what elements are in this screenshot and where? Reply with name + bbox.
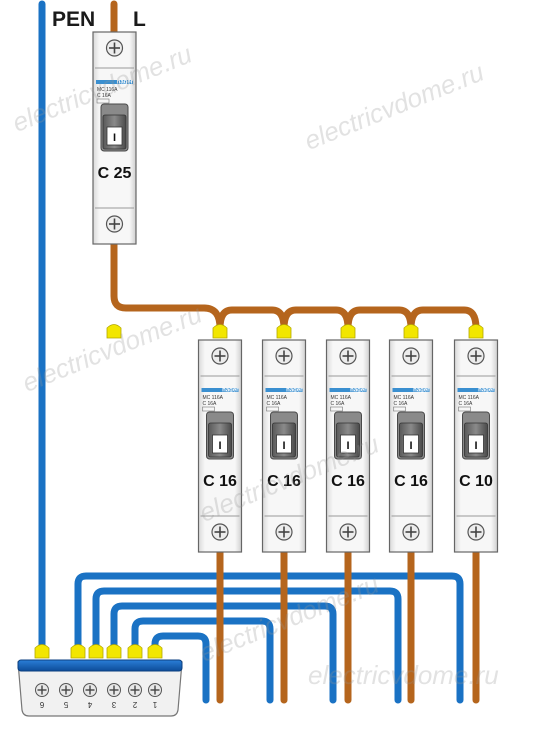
line-label: L <box>133 8 146 31</box>
bus-terminal-number: 1 <box>152 700 157 709</box>
group-breaker-5-code-box <box>458 406 471 412</box>
main-breaker-model: MC 116A <box>97 87 118 93</box>
group-breaker-4-sub: C 16A <box>394 401 409 407</box>
neutral-bus-bar: 6 5 4 3 2 1 <box>17 659 183 717</box>
group-breaker-4-brand-stripe <box>392 388 430 392</box>
wire-cap <box>106 324 122 339</box>
group-breaker-2-model: MC 116A <box>267 395 288 401</box>
wire-cap <box>147 644 163 659</box>
bus-bar-housing <box>17 661 183 717</box>
group-breaker-5-brand-stripe <box>457 388 495 392</box>
bus-terminal-number: 3 <box>111 700 116 709</box>
wire-cap <box>276 324 292 339</box>
wire-cap <box>340 324 356 339</box>
group-breaker-4-code-box <box>393 406 406 412</box>
group-breaker-5-model: MC 116A <box>459 395 480 401</box>
group-breaker-1-code-box <box>202 406 215 412</box>
group-breaker-4-model: MC 116A <box>394 395 415 401</box>
group-breaker-3-brand: hager <box>350 388 367 394</box>
group-breaker-4-brand: hager <box>413 388 430 394</box>
main-breaker-brand-stripe <box>96 80 133 84</box>
pen-label: PEN <box>52 8 96 31</box>
bus-terminal-number: 2 <box>132 700 137 709</box>
neutral-wire-2 <box>131 617 274 704</box>
group-breaker-5-brand: hager <box>478 388 495 394</box>
group-breaker-5-sub: C 16A <box>459 401 474 407</box>
group-breaker-2-lever-mark: I <box>282 440 285 452</box>
group-breaker-1-brand: hager <box>222 388 239 394</box>
group-breaker-1-model: MC 116A <box>203 395 224 401</box>
group-breaker-2-rating: C 16 <box>267 473 301 490</box>
phase-jumper-wire <box>216 306 288 332</box>
wire-cap <box>70 644 86 659</box>
bus-terminal-number: 4 <box>87 700 92 709</box>
group-breaker-5-lever-window <box>468 434 484 454</box>
group-breaker-1-lever-window <box>212 434 228 454</box>
wire-cap <box>127 644 143 659</box>
group-breaker-3-brand-stripe <box>329 388 367 392</box>
group-breaker-3-code-box <box>330 406 343 412</box>
group-breaker-2-lever-window <box>276 434 292 454</box>
wire-cap <box>34 644 50 659</box>
group-breaker-2-code-box <box>266 406 279 412</box>
wires <box>38 0 480 704</box>
group-breaker-4-lever-mark: I <box>409 440 412 452</box>
wire-cap <box>88 644 104 659</box>
group-breaker-3-lever-mark: I <box>346 440 349 452</box>
group-breaker-2-brand-stripe <box>265 388 303 392</box>
neutral-wire-1 <box>151 632 210 704</box>
group-breaker-5-rating: C 10 <box>459 473 493 490</box>
phase-jumper-wire <box>407 306 480 332</box>
main-breaker-lever-mark: I <box>113 132 116 144</box>
group-breaker-1-sub: C 16A <box>203 401 218 407</box>
group-breaker-4-rating: C 16 <box>394 473 428 490</box>
group-breaker-3-sub: C 16A <box>331 401 346 407</box>
main-breaker-brand: hager <box>117 80 134 86</box>
wire-cap <box>212 324 228 339</box>
group-breaker-3-rating: C 16 <box>331 473 365 490</box>
wire-cap <box>106 644 122 659</box>
phase-jumper-wire <box>344 306 415 332</box>
group-breaker-2-brand: hager <box>286 388 303 394</box>
group-breaker-1-rating: C 16 <box>203 473 237 490</box>
main-breaker-lever-window <box>106 126 123 146</box>
group-breaker-2-body <box>261 339 307 553</box>
group-breaker-3-model: MC 116A <box>331 395 352 401</box>
main-breaker-sub: C 16A <box>97 93 112 99</box>
bus-terminal-number: 6 <box>39 700 44 709</box>
main-breaker-code-box <box>96 98 110 104</box>
group-breaker-3-lever-window <box>340 434 356 454</box>
main-breaker-rating: C 25 <box>98 165 132 182</box>
wire-cap <box>403 324 419 339</box>
group-breaker-5-lever-mark: I <box>474 440 477 452</box>
neutral-wire-4 <box>92 587 402 704</box>
group-breaker-2-sub: C 16A <box>267 401 282 407</box>
group-breaker-4-lever-window <box>403 434 419 454</box>
bus-terminal-number: 5 <box>63 700 68 709</box>
group-breaker-4-body <box>388 339 434 553</box>
wire-caps <box>34 324 484 659</box>
group-breaker-1-lever-mark: I <box>218 440 221 452</box>
bus-bar-top <box>17 659 183 672</box>
neutral-wire-5 <box>74 572 464 704</box>
phase-jumper-wire <box>280 306 352 332</box>
wire-cap <box>468 324 484 339</box>
group-breaker-1-brand-stripe <box>201 388 239 392</box>
phase-distribution-wire <box>110 238 208 312</box>
